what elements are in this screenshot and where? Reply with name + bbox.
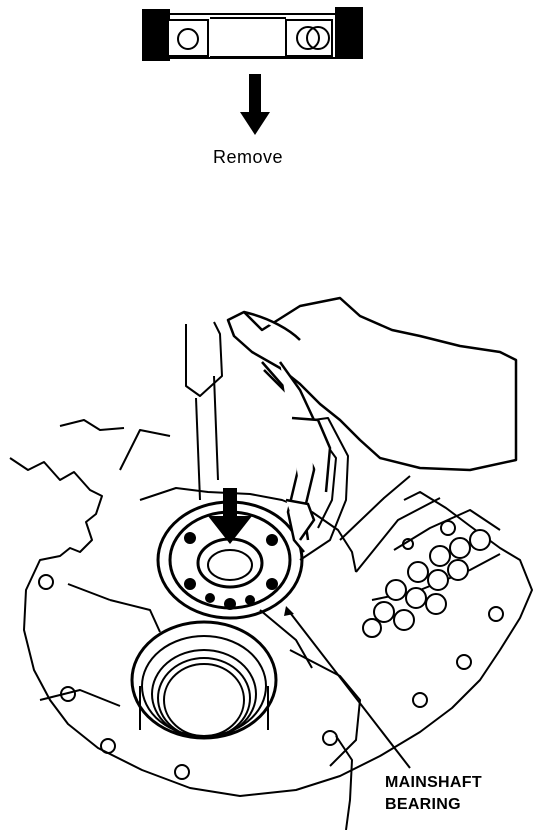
callout-line-2: BEARING	[385, 796, 461, 813]
callout-leader-line	[287, 609, 411, 769]
push-arrow-icon	[208, 488, 252, 544]
remove-arrow-icon	[240, 74, 270, 135]
mainshaft-bearing-label: MAINSHAFT BEARING	[385, 772, 482, 816]
puller-hook-tool	[263, 361, 332, 553]
bearing-puller-tool	[142, 7, 363, 61]
remove-label: Remove	[213, 147, 284, 167]
callout-line-1: MAINSHAFT	[385, 774, 482, 791]
leader-tip	[284, 606, 294, 616]
lower-bore	[130, 620, 278, 740]
detent-balls	[362, 529, 491, 638]
